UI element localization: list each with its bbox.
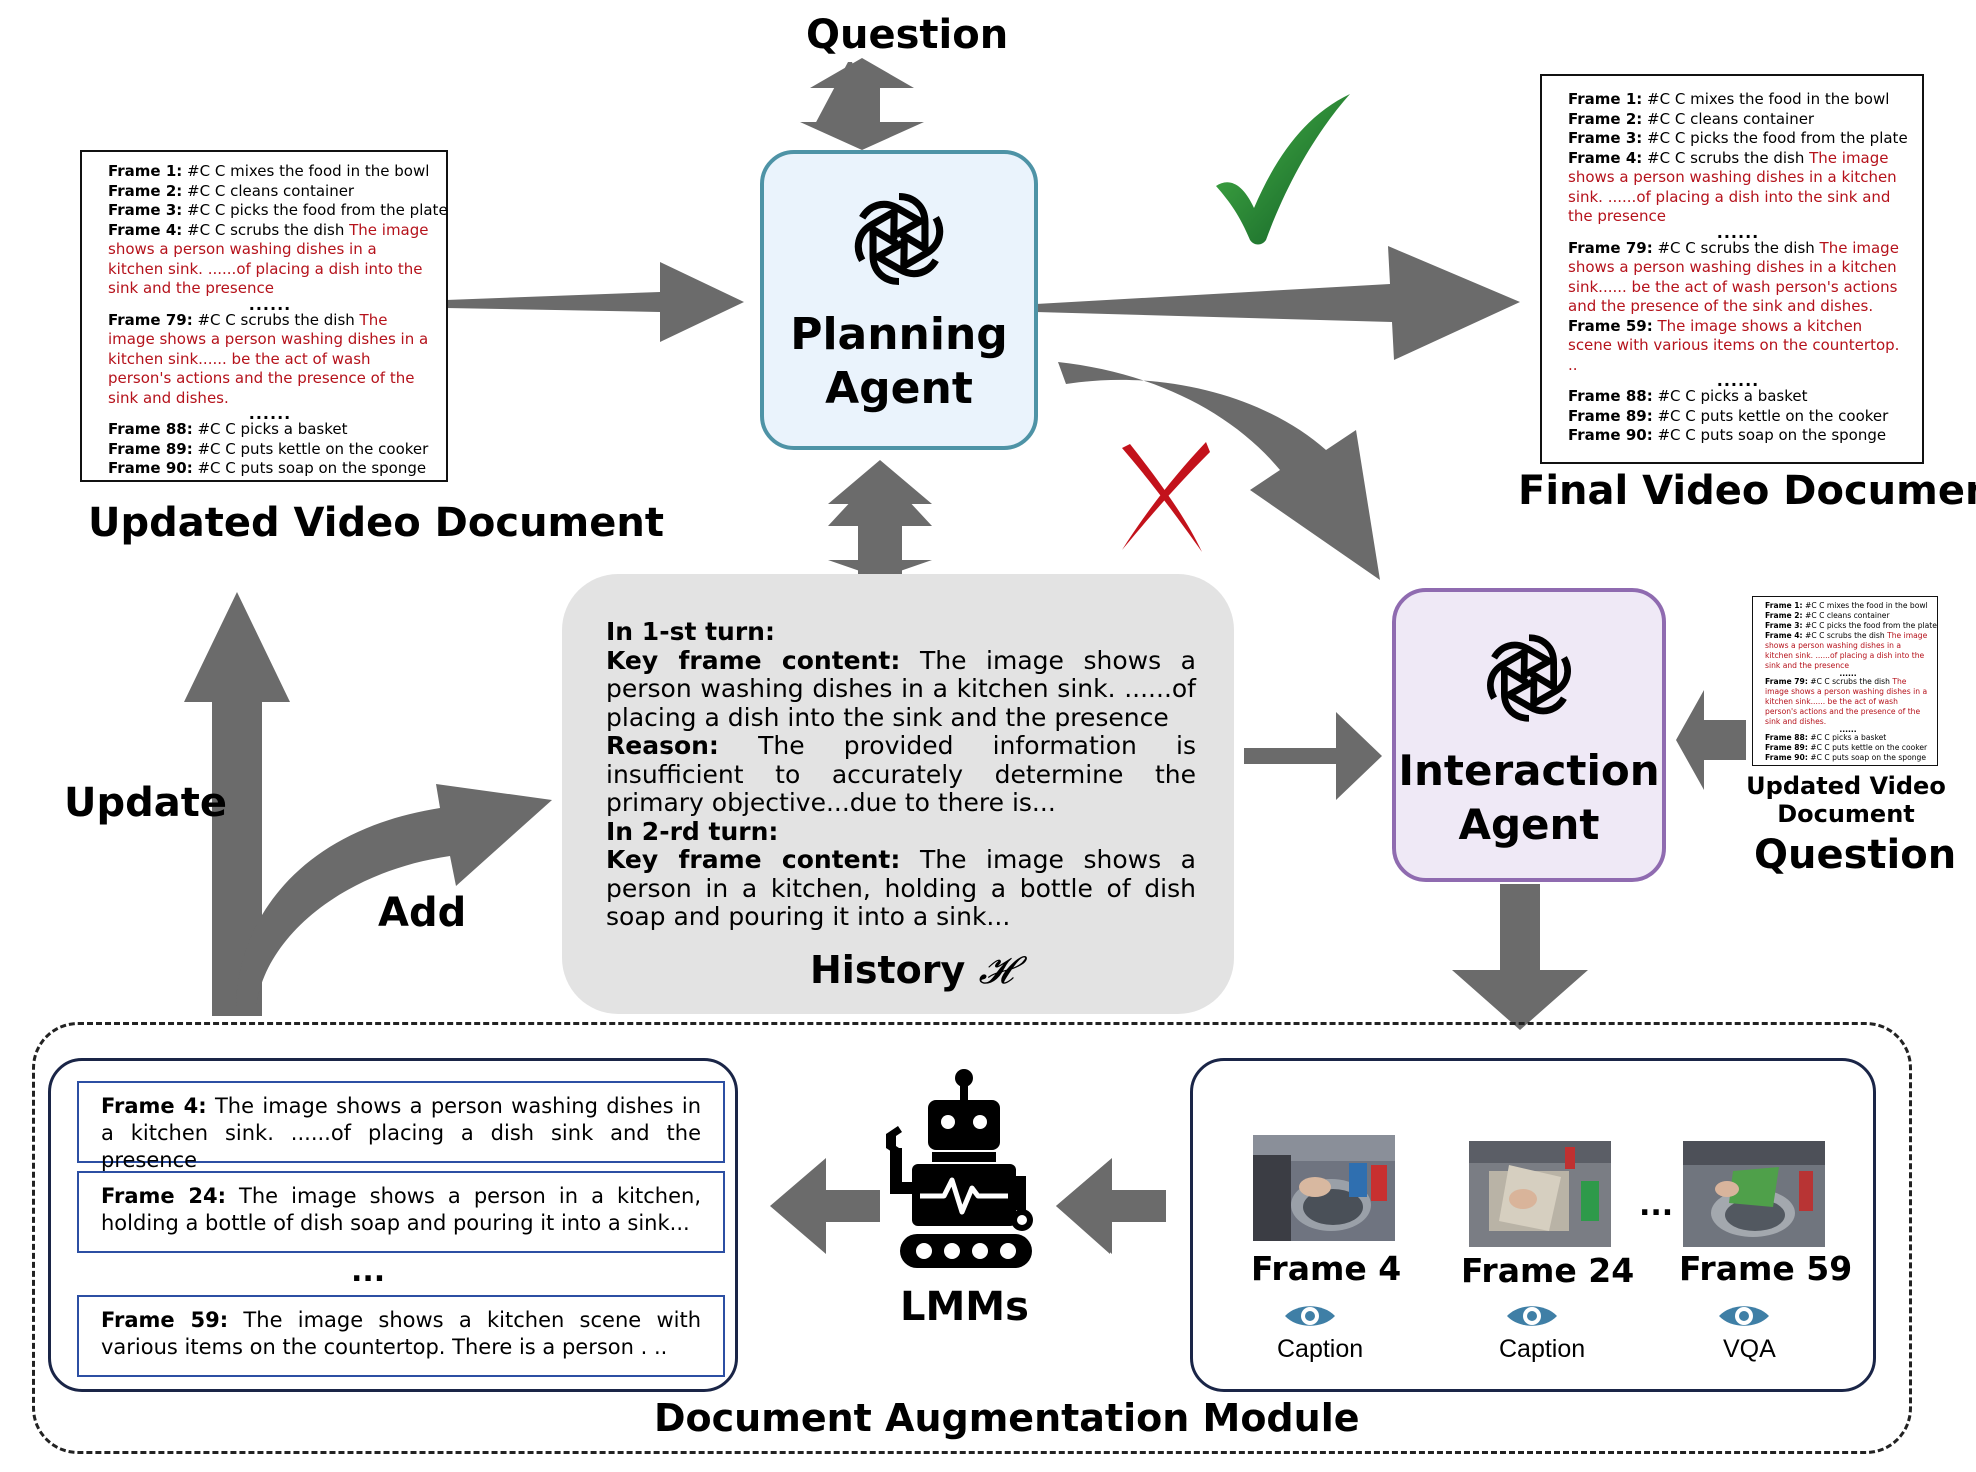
openai-logo-icon [1473,622,1585,734]
lmms-label: LMMs [900,1284,1029,1330]
doc-line: Frame 1: #C C mixes the food in the bowl [108,162,430,180]
robot-icon [886,1069,1033,1268]
caption-frame-24: Frame 24: The image shows a person in a … [77,1171,725,1253]
update-label: Update [64,780,227,826]
doc-ellipsis: ...... [1716,371,1760,390]
module-title: Document Augmentation Module [654,1396,1360,1440]
interaction-agent-title-line2: Agent [1458,800,1600,849]
frames-panel: ... Frame 4 Frame 24 Frame 59 Caption Ca… [1190,1058,1876,1392]
mini-doc-line: Frame 88: #C C picks a basket [1765,733,1887,742]
doc-line: Frame 1: #C C mixes the food in the bowl [1568,90,1890,108]
mini-doc-line: ...... [1839,669,1857,678]
doc-line-frame-79: Frame 79: #C C scrubs the dish The image… [108,310,429,407]
doc-line-frame-4: Frame 4: #C C scrubs the dish The image … [1568,148,1897,226]
arrow-doc-to-planning [446,262,744,342]
history-turn-1: In 1-st turn: [606,617,775,646]
question-label-right: Question [1754,832,1957,878]
planning-agent: Planning Agent [760,150,1038,450]
mini-doc-line: Frame 4: #C C scrubs the dish The image … [1765,631,1928,670]
doc-line-frame-79: Frame 79: #C C scrubs the dish The image… [1568,238,1899,316]
arrow-robot-to-captions [770,1158,880,1254]
doc-line: Frame 90: #C C puts soap on the sponge [1568,426,1887,444]
question-label-top: Question [806,12,1009,58]
frame-4-image [1253,1135,1395,1241]
eye-icon [1719,1306,1769,1326]
frame-24-image [1469,1141,1611,1247]
doc-line: Frame 2: #C C cleans container [1568,109,1815,128]
caption-frame-59: Frame 59: The image shows a kitchen scen… [77,1295,725,1377]
small-updated-video-document: Frame 1: #C C mixes the food in the bowl… [1752,596,1938,766]
final-video-document-title: Final Video Document [1518,468,1976,514]
mini-doc-line: Frame 1: #C C mixes the food in the bowl [1765,601,1928,610]
arrow-planning-to-final [1036,246,1520,360]
doc-line: Frame 89: #C C puts kettle on the cooker [108,439,429,458]
caption-frame-4: Frame 4: The image shows a person washin… [77,1081,725,1172]
doc-line: Frame 2: #C C cleans container [108,181,355,200]
arrow-update [184,592,290,1016]
small-doc-caption: Updated Video Document [1746,772,1946,828]
openai-logo-icon [840,180,958,298]
updated-video-document: Frame 1: #C C mixes the food in the bowl… [80,150,448,482]
check-icon [1216,94,1350,245]
cross-icon [1122,442,1210,552]
eye-icon [1285,1306,1335,1326]
updated-video-document-title: Updated Video Document [88,500,664,546]
history-panel: In 1-st turn: Key frame content: The ima… [562,574,1234,1014]
arrow-add [236,784,552,1010]
doc-line: Frame 90: #C C puts soap on the sponge [108,459,427,477]
arrow-planning-to-interaction [1058,362,1380,580]
frames-ellipsis: ... [1639,1188,1674,1223]
doc-line: Frame 3: #C C picks the food from the pl… [108,201,448,219]
doc-line-frame-59: Frame 59: The image shows a kitchen scen… [1568,316,1900,374]
history-reason: Reason: The provided information is insu… [606,731,1196,817]
frame-59-tool: VQA [1723,1335,1776,1363]
planning-agent-title-line2: Agent [825,363,973,414]
eye-icon [1507,1306,1557,1326]
doc-ellipsis: ...... [248,294,292,314]
frame-59-image [1683,1141,1825,1247]
mini-doc-line: Frame 90: #C C puts soap on the sponge [1765,753,1927,762]
doc-line: Frame 3: #C C picks the food from the pl… [1568,129,1908,147]
mini-doc-line: Frame 89: #C C puts kettle on the cooker [1765,743,1928,752]
doc-line: Frame 88: #C C picks a basket [1568,387,1808,405]
frame-4-tool: Caption [1277,1335,1364,1363]
add-label: Add [378,890,467,936]
caption-panel: Frame 4: The image shows a person washin… [48,1058,738,1392]
arrow-smalldoc-to-interaction [1676,690,1746,790]
mini-doc-line: Frame 3: #C C picks the food from the pl… [1765,621,1937,630]
history-key-frame-2: Key frame content: The image shows a per… [606,845,1196,931]
doc-line: Frame 88: #C C picks a basket [108,420,348,438]
caption-ellipsis: ... [351,1254,386,1289]
planning-agent-title-line1: Planning [790,309,1008,360]
frame-59-label: Frame 59 [1679,1249,1853,1288]
history-turn-2: In 2-rd turn: [606,816,779,846]
mini-doc-line: Frame 79: #C C scrubs the dish The image… [1765,677,1928,726]
interaction-agent-title-line1: Interaction [1398,746,1660,795]
doc-line-frame-4: Frame 4: #C C scrubs the dish The image … [108,220,429,298]
arrow-history-to-interaction [1244,712,1382,800]
doc-ellipsis: ...... [1716,222,1760,242]
history-title: History 𝓗 [810,948,1013,992]
doc-line: Frame 89: #C C puts kettle on the cooker [1568,406,1889,425]
frame-24-label: Frame 24 [1461,1251,1635,1290]
history-symbol: 𝓗 [978,948,1013,992]
frame-4-label: Frame 4 [1251,1249,1402,1288]
frame-24-tool: Caption [1499,1335,1586,1363]
history-key-frame-1: Key frame content: The image shows a per… [606,645,1196,732]
history-text: In 1-st turn: Key frame content: The ima… [606,617,1196,932]
mini-doc-line: Frame 2: #C C cleans container [1765,611,1890,620]
interaction-agent: Interaction Agent [1392,588,1666,882]
final-video-document: Frame 1: #C C mixes the food in the bowl… [1540,74,1924,464]
arrow-interaction-to-panel [1452,884,1588,1030]
doc-ellipsis: ...... [248,404,292,423]
mini-doc-line: ...... [1839,725,1857,734]
document-augmentation-module [32,1022,1912,1454]
